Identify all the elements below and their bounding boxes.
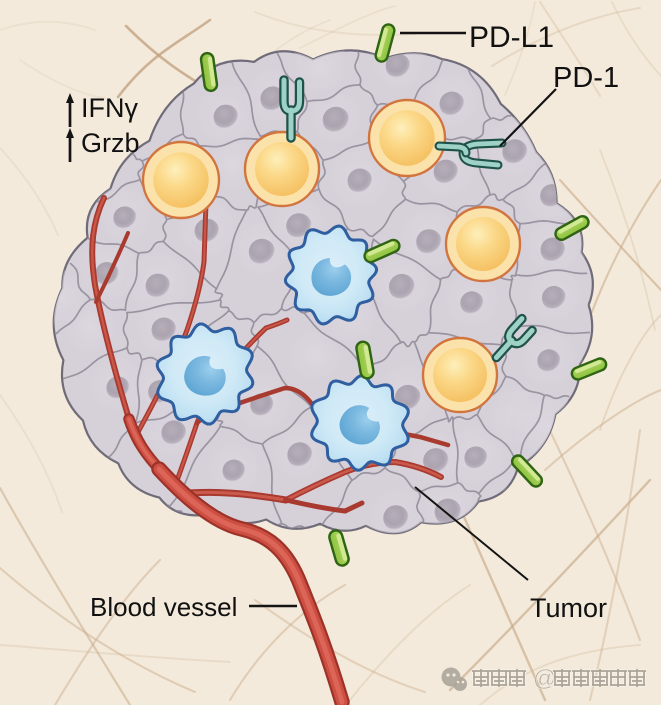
- svg-text:Tumor: Tumor: [530, 593, 607, 623]
- svg-text:Grzb: Grzb: [81, 128, 140, 158]
- svg-text:Blood vessel: Blood vessel: [90, 592, 237, 622]
- svg-text:PD-1: PD-1: [553, 62, 619, 94]
- svg-text:@: @: [533, 665, 556, 691]
- svg-text:PD-L1: PD-L1: [469, 21, 554, 54]
- svg-text:IFNγ: IFNγ: [81, 93, 138, 123]
